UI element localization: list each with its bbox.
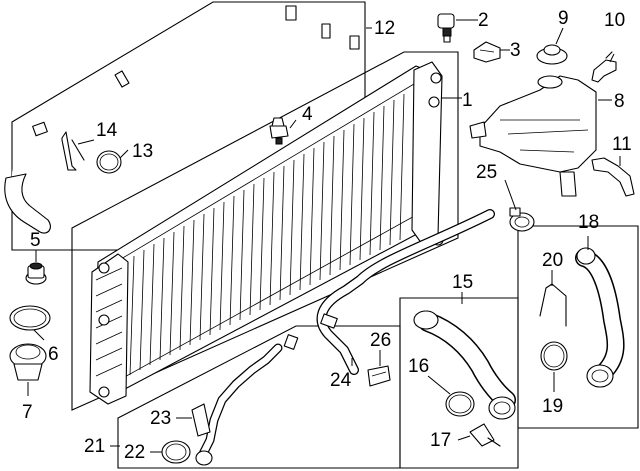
o-ring-6 [9, 305, 51, 331]
callout-15: 15 [452, 272, 473, 293]
callout-26: 26 [370, 330, 391, 351]
clamp-16 [445, 391, 475, 417]
callout-22: 22 [124, 442, 145, 463]
coolant-reservoir-8 [469, 75, 597, 197]
bracket-20 [539, 283, 567, 327]
callout-18: 18 [578, 212, 599, 233]
callout-16: 16 [408, 356, 429, 377]
callout-6: 6 [48, 344, 59, 365]
callout-17: 17 [430, 430, 451, 451]
sensor-4 [269, 117, 289, 145]
callout-numbers: 1 2 3 4 5 6 7 8 9 10 11 12 13 14 15 16 1… [22, 8, 632, 463]
callout-5: 5 [30, 230, 41, 251]
callout-20: 20 [542, 250, 563, 271]
callout-23: 23 [150, 408, 171, 429]
radiator [89, 61, 444, 405]
callout-9: 9 [558, 8, 569, 29]
callout-25: 25 [476, 162, 497, 183]
callout-8: 8 [614, 91, 625, 112]
upper-bypass-hose [4, 5, 360, 234]
hose-10 [591, 51, 617, 83]
bracket-14 [61, 131, 85, 171]
callout-7: 7 [22, 402, 33, 423]
hose-group-box-18 [517, 225, 639, 429]
radiator-group-box-1 [71, 51, 459, 411]
bracket-26 [367, 365, 391, 387]
reservoir-cap-9 [536, 44, 568, 65]
callout-11: 11 [612, 134, 632, 155]
hose-15 [413, 310, 516, 420]
leader-lines [27, 19, 621, 453]
hose-18 [575, 247, 625, 388]
hose-21 [195, 334, 299, 466]
callout-1: 1 [462, 90, 473, 111]
hose-group-box-21 [117, 325, 401, 469]
callout-4: 4 [302, 104, 313, 125]
callout-12: 12 [374, 18, 395, 39]
callout-14: 14 [96, 120, 118, 141]
hose-11 [591, 157, 635, 197]
cap-2 [437, 13, 455, 43]
bracket-23 [191, 403, 211, 437]
callout-24: 24 [330, 370, 352, 391]
housing-7 [9, 343, 47, 381]
plug-5 [25, 262, 47, 285]
clamp-25 [509, 207, 535, 232]
clamp-19 [540, 341, 568, 371]
callout-21: 21 [84, 436, 105, 457]
callout-2: 2 [478, 10, 489, 31]
callout-19: 19 [542, 396, 563, 417]
callout-3: 3 [510, 40, 521, 61]
clip-3 [473, 41, 501, 63]
callout-10: 10 [604, 10, 625, 31]
clip-17 [469, 423, 501, 447]
callout-13: 13 [132, 141, 153, 162]
